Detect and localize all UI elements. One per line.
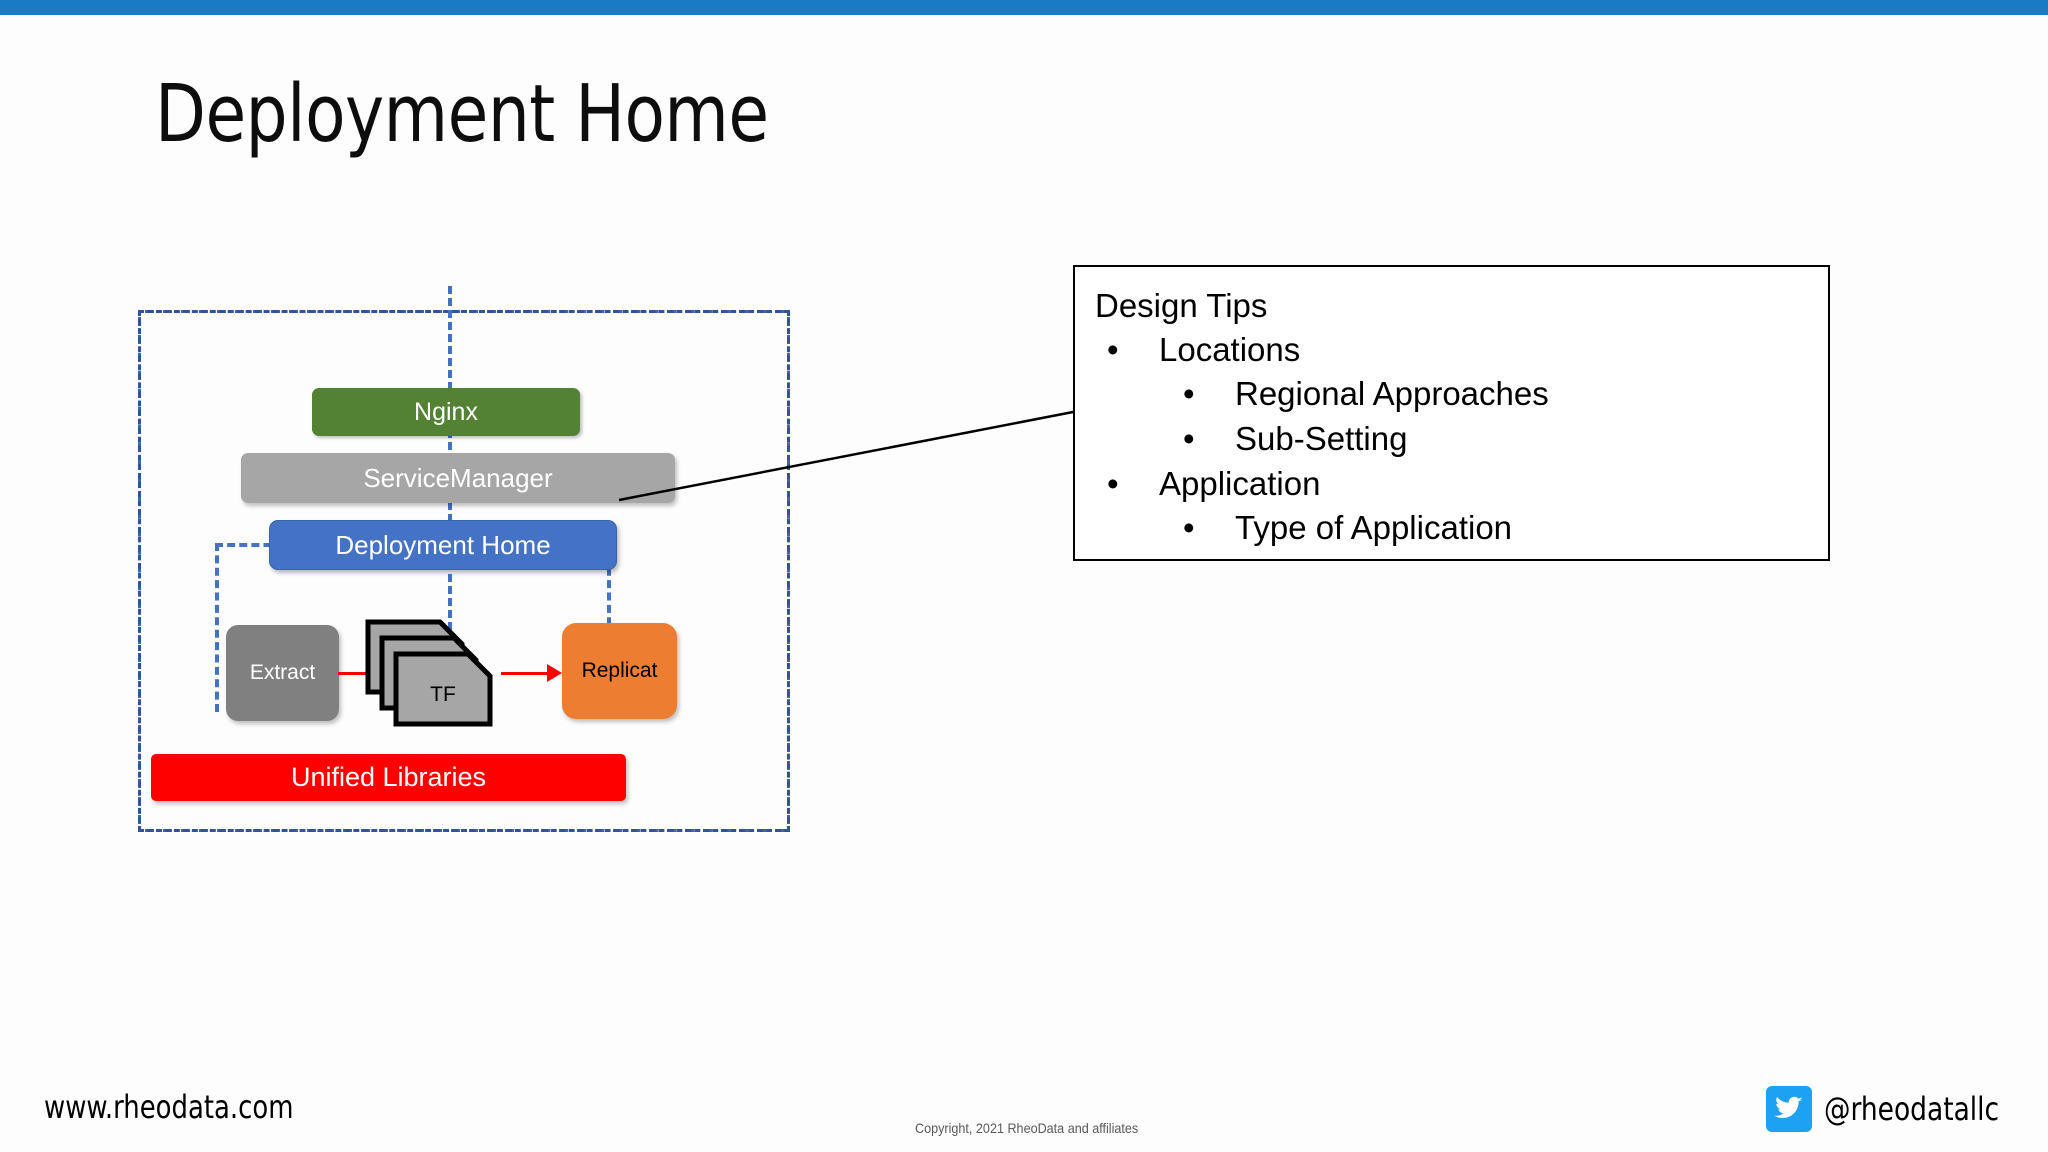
tips-item-label: Sub-Setting	[1235, 419, 1408, 457]
node-extract-label: Extract	[249, 661, 316, 684]
flow-line-extract-to-tf	[338, 672, 370, 675]
design-tips-callout: Design Tips • Locations • Regional Appro…	[1073, 265, 1830, 561]
twitter-icon[interactable]	[1765, 1086, 1812, 1132]
node-extract[interactable]: Extract	[226, 625, 339, 721]
node-deployment-home[interactable]: Deployment Home	[269, 520, 617, 570]
node-trail-files[interactable]: TF	[362, 616, 502, 731]
node-nginx[interactable]: Nginx	[312, 388, 580, 436]
footer-website[interactable]: www.rheodata.com	[44, 1088, 294, 1126]
flow-line-tf-to-replicat	[501, 672, 549, 675]
tips-item-label: Type of Application	[1235, 509, 1513, 547]
bullet-icon: •	[1107, 330, 1119, 368]
node-trail-files-label: TF	[430, 682, 456, 706]
node-servicemanager-label: ServiceManager	[363, 462, 553, 493]
twitter-bird-glyph	[1773, 1096, 1803, 1119]
node-nginx-label: Nginx	[414, 397, 478, 426]
footer-social[interactable]: @rheodatallc	[1765, 1086, 2014, 1132]
page-title: Deployment Home	[155, 68, 769, 160]
node-servicemanager[interactable]: ServiceManager	[241, 453, 675, 503]
bullet-icon: •	[1183, 509, 1195, 547]
architecture-diagram: Nginx ServiceManager Deployment Home Ext…	[138, 286, 798, 836]
footer-handle-label: @rheodatallc	[1823, 1090, 1999, 1128]
design-tips-title: Design Tips	[1095, 287, 1268, 324]
tips-item-label: Locations	[1159, 330, 1301, 368]
brand-accent-bar	[0, 0, 2048, 15]
node-replicat-label: Replicat	[581, 659, 658, 682]
bullet-icon: •	[1183, 375, 1195, 413]
node-replicat[interactable]: Replicat	[562, 623, 677, 719]
tips-item-application: • Application	[1107, 462, 1828, 507]
tips-item-locations: • Locations	[1107, 328, 1828, 373]
node-unified-libraries[interactable]: Unified Libraries	[151, 754, 626, 801]
footer-copyright: Copyright, 2021 RheoData and affiliates	[915, 1120, 1139, 1136]
node-unified-libraries-label: Unified Libraries	[290, 762, 487, 792]
tips-item-label: Regional Approaches	[1235, 375, 1549, 413]
flow-arrowhead	[547, 664, 562, 682]
tips-item-regional-approaches: • Regional Approaches	[1183, 372, 1828, 417]
bullet-icon: •	[1183, 419, 1195, 457]
node-deployment-home-label: Deployment Home	[335, 529, 551, 560]
tips-item-label: Application	[1159, 464, 1321, 502]
bullet-icon: •	[1107, 464, 1119, 502]
outer-boundary-dashdot	[138, 310, 790, 832]
tips-item-sub-setting: • Sub-Setting	[1183, 417, 1828, 462]
tips-item-type-of-application: • Type of Application	[1183, 506, 1828, 551]
trail-files-icon	[365, 619, 493, 727]
